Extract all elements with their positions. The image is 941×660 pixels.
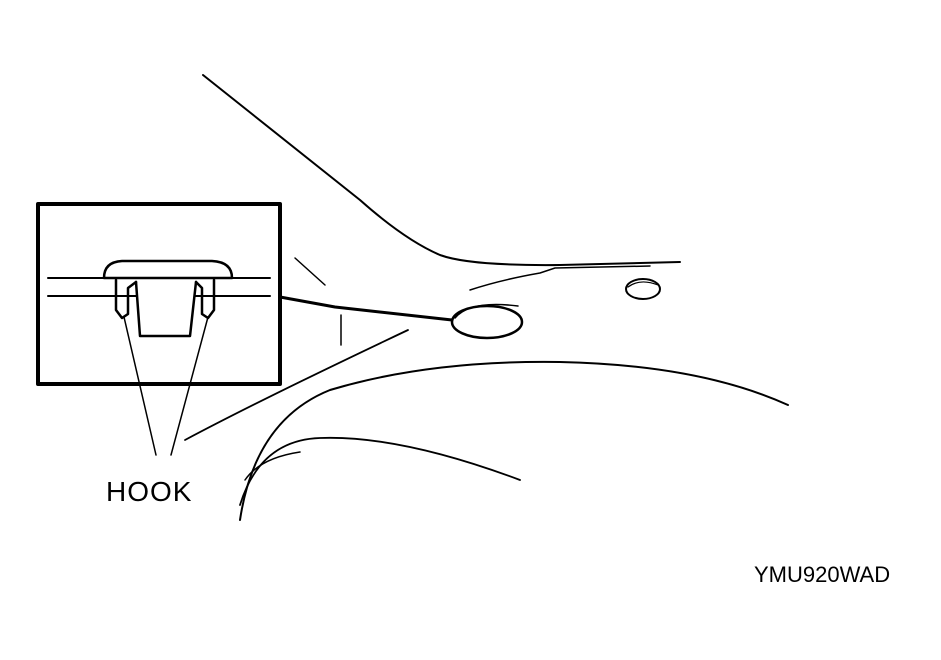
hook-pointer-right bbox=[170, 316, 209, 456]
fender-outer-curve bbox=[239, 360, 789, 521]
hook-label: HOOK bbox=[106, 476, 193, 507]
grommet-hole bbox=[625, 278, 661, 300]
figure-code-label: YMU920WAD bbox=[754, 562, 891, 587]
clip-hole bbox=[450, 304, 524, 340]
clip-head bbox=[102, 259, 234, 280]
fender-inner-curve-2 bbox=[244, 451, 301, 481]
clip-hook-left bbox=[114, 278, 138, 320]
hook-pointer-left bbox=[123, 316, 157, 456]
clip-stem bbox=[134, 280, 198, 338]
inset-leader-line bbox=[278, 295, 454, 322]
grommet-rim bbox=[627, 281, 659, 288]
clip-hook-right bbox=[194, 278, 216, 320]
fender-inner-curve-1 bbox=[239, 436, 521, 506]
panel-diagonal-line bbox=[184, 329, 409, 441]
trim-seam-line bbox=[469, 265, 651, 291]
panel-mark-upper bbox=[294, 257, 326, 286]
inset-detail-box bbox=[36, 202, 282, 386]
clip-hole-rim bbox=[454, 303, 519, 319]
body-panel-upper-edge bbox=[202, 74, 681, 267]
